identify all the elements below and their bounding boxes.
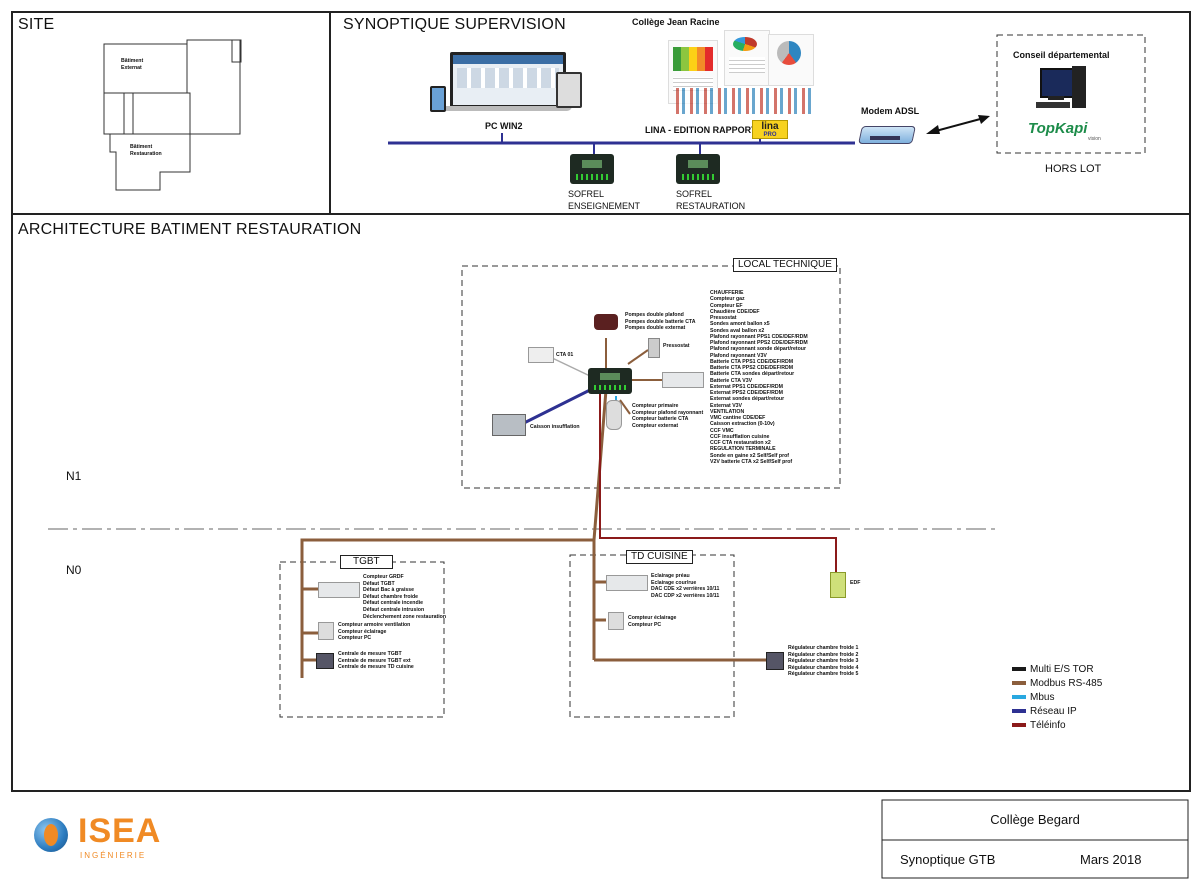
legend-swatches (1012, 667, 1026, 727)
isea-logo-icon (30, 812, 70, 862)
legend-item: Modbus RS-485 (1030, 678, 1103, 689)
pump-icon (594, 314, 618, 330)
section-title-architecture: ARCHITECTURE BATIMENT RESTAURATION (18, 221, 362, 238)
isea-logo-text: ISEA (78, 812, 162, 850)
modem-adsl-label: Modem ADSL (861, 106, 920, 116)
td-counter-icon (608, 612, 624, 630)
sofrel-restauration-icon (676, 154, 720, 184)
legend-item: Multi E/S TOR (1030, 664, 1094, 675)
caisson-label: Caisson insufflation (530, 424, 580, 430)
building-restauration-label: Bâtiment Restauration (130, 144, 162, 157)
college-jean-racine-label: Collège Jean Racine (632, 17, 720, 27)
section-title-supervision: SYNOPTIQUE SUPERVISION (343, 16, 566, 33)
pc-devices-icon (420, 52, 582, 116)
footer-date: Mars 2018 (1080, 852, 1142, 867)
workstation-icon (1036, 66, 1088, 112)
pc-win2-label: PC WIN2 (485, 121, 523, 131)
sofrel-local-technique-icon (588, 368, 632, 394)
isea-logo-sub: INGÉNIERIE (80, 851, 147, 860)
cta01-label: CTA 01 (556, 352, 574, 358)
legend: Multi E/S TOR Modbus RS-485 Mbus Réseau … (1030, 663, 1102, 733)
hors-lot-label: HORS LOT (1045, 163, 1102, 175)
legend-item: Réseau IP (1030, 706, 1077, 717)
sofrel-restauration-label: SOFREL RESTAURATION (676, 189, 746, 211)
caisson-icon (492, 414, 526, 436)
pressostat-label: Pressostat (663, 343, 690, 349)
io-module-icon (662, 372, 704, 388)
topkapi-logo: TopKapi (1028, 120, 1088, 137)
site-map (103, 39, 242, 191)
td-cuisine-label: TD CUISINE (626, 550, 693, 564)
topkapi-sub: vision (1088, 136, 1101, 142)
conseil-departemental-label: Conseil départemental (1013, 50, 1110, 60)
regulator-icon (766, 652, 784, 670)
footer-doc-type: Synoptique GTB (900, 852, 996, 867)
cta01-icon (528, 347, 554, 363)
tgbt-label: TGBT (340, 555, 393, 569)
td-io-module-icon (606, 575, 648, 591)
sofrel-enseignement-icon (570, 154, 614, 184)
pressostat-icon (648, 338, 660, 358)
tgbt-meter-icon (316, 653, 334, 669)
building-externat-label: Bâtiment Externat (121, 58, 144, 71)
level-n1-label: N1 (66, 469, 82, 483)
edf-label: EDF (850, 580, 861, 586)
lina-edition-label: LINA - EDITION RAPPORT (645, 125, 757, 135)
legend-item: Mbus (1030, 692, 1055, 703)
local-technique-label: LOCAL TECHNIQUE (733, 258, 837, 272)
footer-college: Collège Begard (990, 812, 1080, 827)
legend-item: Téléinfo (1030, 720, 1066, 731)
edf-meter-icon (830, 572, 846, 598)
sofrel-enseignement-label: SOFREL ENSEIGNEMENT (568, 189, 641, 211)
tgbt-counter-icon (318, 622, 334, 640)
modem-adsl-icon (856, 122, 916, 148)
section-title-site: SITE (18, 16, 55, 33)
lina-pro-logo: lina PRO (752, 120, 788, 139)
lina-report-thumbnails (668, 30, 814, 116)
level-n0-label: N0 (66, 563, 82, 577)
counter-icon (606, 400, 622, 430)
tgbt-io-module-icon (318, 582, 360, 598)
